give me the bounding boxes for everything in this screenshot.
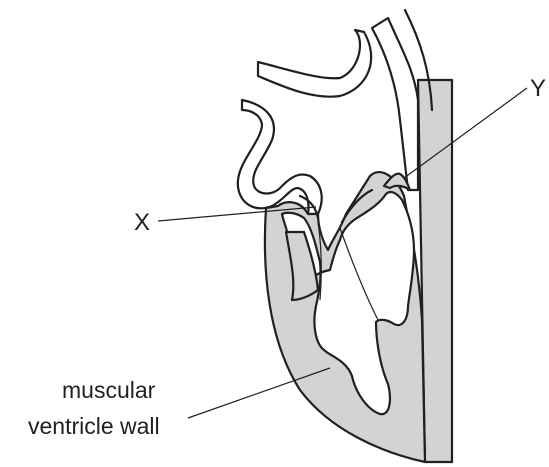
upper-vessel	[258, 30, 371, 97]
label-x: X	[134, 209, 150, 236]
aorta-vessel	[372, 18, 418, 190]
label-ventricle-wall: ventricle wall	[28, 413, 160, 439]
atrium-wall	[238, 100, 322, 214]
label-muscular: muscular	[62, 377, 156, 403]
label-y: Y	[530, 75, 546, 102]
